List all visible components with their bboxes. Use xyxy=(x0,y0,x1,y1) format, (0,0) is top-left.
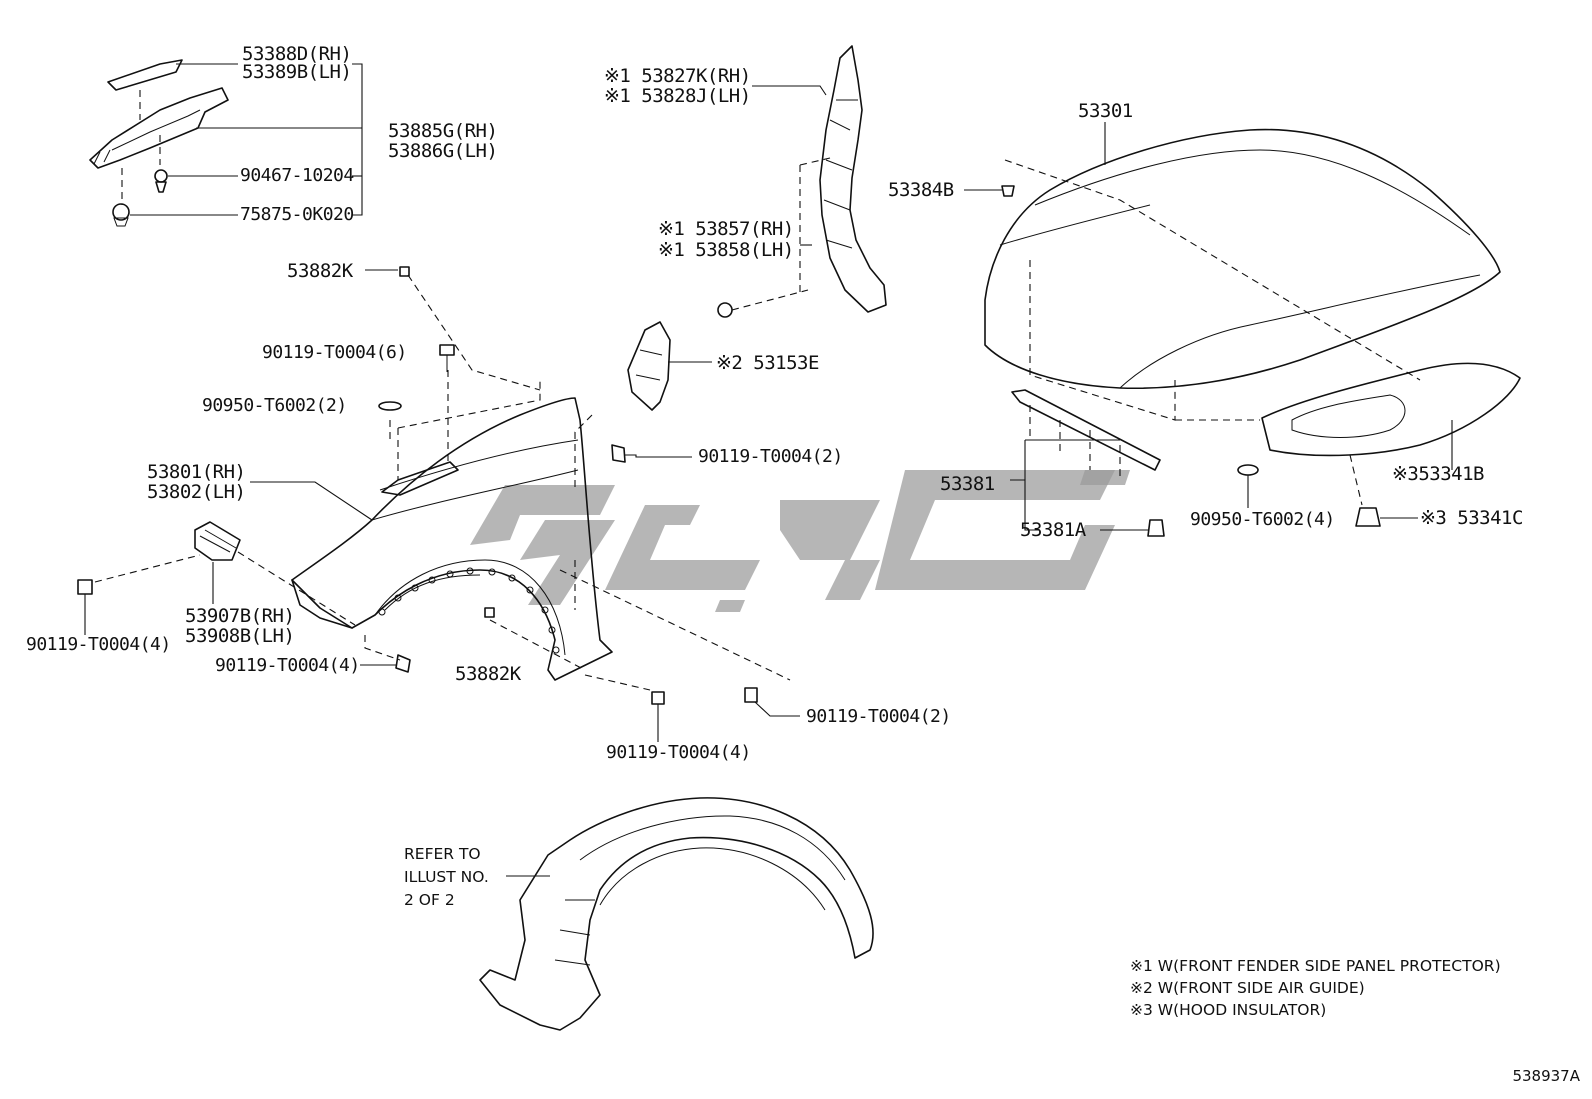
label-90467: 90467-10204 xyxy=(240,165,354,186)
refer-text-line2: ILLUST NO. xyxy=(404,868,489,886)
label-90950-4: 90950-T6002(4) xyxy=(1190,509,1335,530)
label-90119-2-mid: 90119-T0004(2) xyxy=(698,446,843,467)
refer-text-line3: 2 OF 2 xyxy=(404,891,455,909)
label-53857: ※1 53857(RH) xyxy=(658,218,794,240)
label-90119-4-bottom: 90119-T0004(4) xyxy=(606,742,751,763)
hood-seal-drawing xyxy=(1010,389,1165,537)
fender-drawing xyxy=(250,266,791,691)
label-90119-4-mid: 90119-T0004(4) xyxy=(215,655,360,676)
label-53886G: 53886G(LH) xyxy=(388,140,498,162)
label-53384B: 53384B xyxy=(888,179,954,201)
label-53381: 53381 xyxy=(940,473,995,495)
label-53301: 53301 xyxy=(1078,100,1133,122)
air-guide-drawing xyxy=(627,321,712,411)
label-53882K-top: 53882K xyxy=(287,260,353,282)
label-53828J: ※1 53828J(LH) xyxy=(604,85,751,107)
hood-drawing xyxy=(964,122,1501,421)
label-53907B: 53907B(RH) xyxy=(185,605,295,627)
illustration-code: 538937A xyxy=(1512,1067,1580,1085)
label-53882K-bottom: 53882K xyxy=(455,663,521,685)
watermark-logo xyxy=(470,470,1130,612)
label-53802: 53802(LH) xyxy=(147,481,246,503)
label-90119-6: 90119-T0004(6) xyxy=(262,342,407,363)
refer-text-line1: REFER TO xyxy=(404,845,481,863)
footnote-2: ※2 W(FRONT SIDE AIR GUIDE) xyxy=(1130,979,1365,997)
label-53388D: 53388D(RH) xyxy=(242,43,352,65)
side-panel-protector-drawing xyxy=(717,45,887,318)
label-75875: 75875-0K020 xyxy=(240,204,354,225)
label-53885G: 53885G(RH) xyxy=(388,120,498,142)
label-90119-2-right: 90119-T0004(2) xyxy=(806,706,951,727)
label-53153E: ※2 53153E xyxy=(716,352,819,374)
label-53341B: ※353341B xyxy=(1392,463,1485,485)
label-90950-2: 90950-T6002(2) xyxy=(202,395,347,416)
label-53341C: ※3 53341C xyxy=(1420,507,1523,529)
fender-liner-drawing xyxy=(479,797,874,1031)
label-53801: 53801(RH) xyxy=(147,461,246,483)
label-53381A: 53381A xyxy=(1020,519,1086,541)
hood-hinge-drawing xyxy=(77,444,800,742)
footnote-3: ※3 W(HOOD INSULATOR) xyxy=(1130,1001,1327,1019)
label-90119-4-left: 90119-T0004(4) xyxy=(26,634,171,655)
footnote-1: ※1 W(FRONT FENDER SIDE PANEL PROTECTOR) xyxy=(1130,957,1501,975)
hood-insulator-drawing xyxy=(1237,362,1521,527)
label-53827K: ※1 53827K(RH) xyxy=(604,65,751,87)
label-53858: ※1 53858(LH) xyxy=(658,239,794,261)
label-53908B: 53908B(LH) xyxy=(185,625,295,647)
fender-liner-bracket-drawing xyxy=(89,59,363,227)
label-53389B: 53389B(LH) xyxy=(242,61,352,83)
